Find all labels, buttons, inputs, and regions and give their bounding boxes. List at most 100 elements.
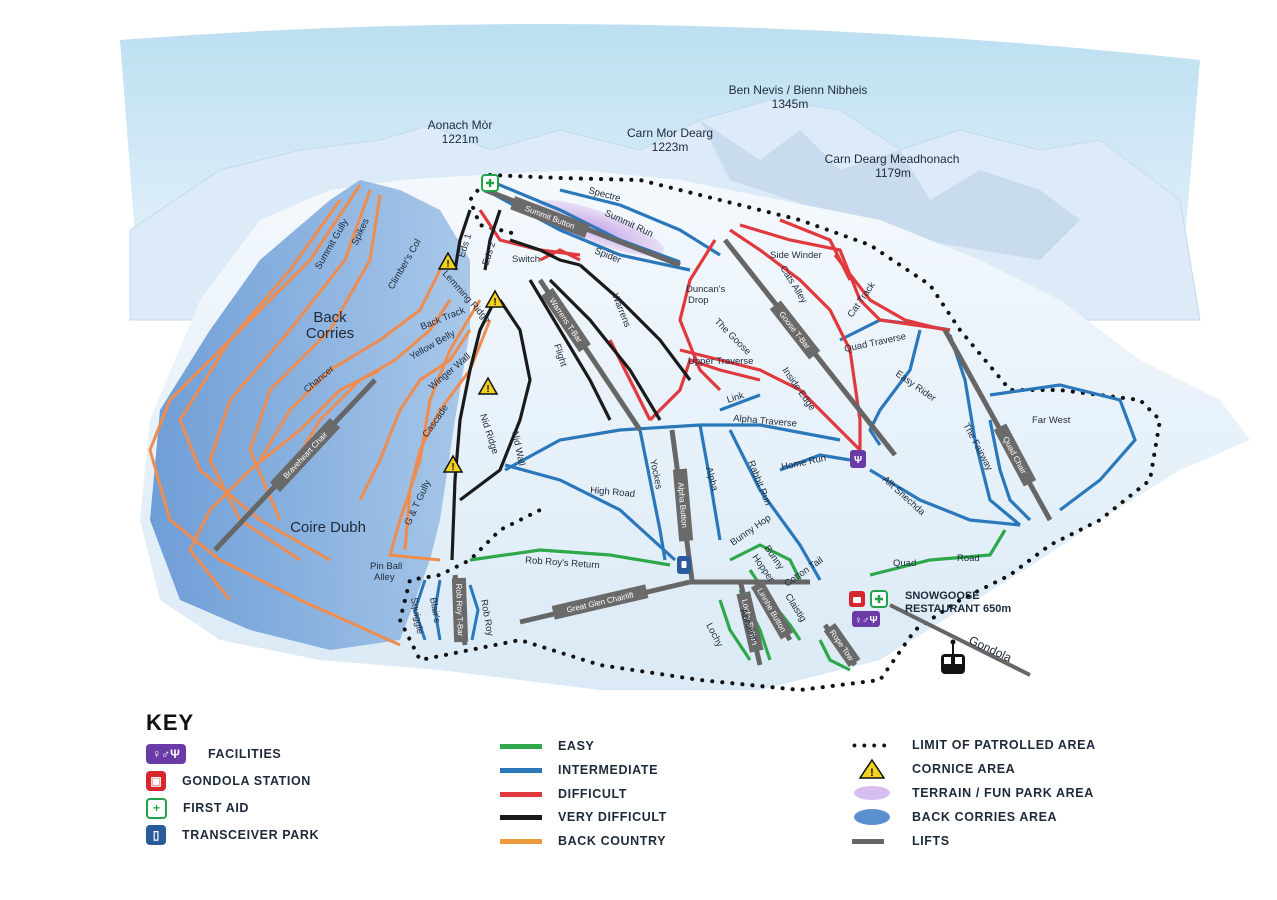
key-label: DIFFICULT	[558, 787, 628, 801]
key-item-terrain-park: TERRAIN / FUN PARK AREA	[852, 782, 1094, 804]
run-label: Road	[957, 553, 980, 564]
key-item-intermediate: INTERMEDIATE	[500, 759, 658, 781]
svg-text:!: !	[451, 462, 454, 473]
cornice-icon: !	[484, 289, 506, 308]
back-country-swatch	[500, 838, 542, 844]
key-label: FACILITIES	[208, 747, 282, 761]
ridge-shadows	[700, 120, 1080, 260]
peak-elevation: 1221m	[442, 132, 479, 146]
peak-elevation: 1223m	[652, 140, 689, 154]
patrolled-area-boundary	[397, 173, 1163, 693]
peak-name: Carn Mor Dearg	[627, 126, 713, 140]
very-difficult-runs	[450, 209, 692, 561]
easy-swatch	[500, 743, 542, 749]
key-item-very-difficult: VERY DIFFICULT	[500, 806, 667, 828]
intermediate-swatch	[500, 767, 542, 773]
cornice-icon: !	[477, 376, 499, 395]
key-item-limit: •••• LIMIT OF PATROLLED AREA	[852, 734, 1096, 756]
peak-labels: Aonach Mòr 1221m Carn Mor Dearg 1223m Be…	[428, 83, 960, 180]
gondola-cabin-icon	[941, 639, 965, 674]
cornice-icon: !	[437, 251, 459, 270]
key-item-lifts: LIFTS	[852, 830, 950, 852]
facilities-icon: Ψ	[850, 450, 866, 468]
lift-swatch	[852, 838, 884, 844]
key-item-back-country: BACK COUNTRY	[500, 830, 666, 852]
cornice-icon: !	[442, 454, 464, 473]
peak-name: Aonach Mòr	[428, 118, 493, 132]
run-label: High Road	[590, 485, 636, 500]
run-label: Alley	[374, 572, 395, 583]
run-label: Quad	[893, 558, 916, 569]
key-label: CORNICE AREA	[912, 762, 1016, 776]
terrain-park-swatch	[854, 786, 890, 800]
lift-label-alpha-button: Alpha Button	[676, 482, 689, 528]
dotted-line-icon: ••••	[852, 737, 892, 753]
peak-name: Carn Dearg Meadhonach	[825, 152, 960, 166]
run-label: Duncan's	[686, 284, 726, 295]
key-label: BACK COUNTRY	[558, 834, 667, 848]
svg-text:Ψ: Ψ	[854, 455, 862, 466]
key-item-gondola-station: ▣ GONDOLA STATION	[146, 770, 311, 792]
first-aid-icon	[870, 590, 888, 608]
key-label: GONDOLA STATION	[182, 774, 311, 788]
run-label: Switch	[512, 254, 540, 265]
area-label-back-corries: Back	[313, 309, 347, 326]
key-item-facilities: ♀♂Ψ FACILITIES	[146, 743, 281, 765]
area-label-back-corries: Corries	[306, 325, 354, 342]
run-label: Blair's	[427, 597, 442, 624]
gondola-station-icon	[849, 591, 865, 607]
svg-text:!: !	[493, 297, 496, 308]
cornice-icon: !	[858, 758, 886, 779]
area-label-coire-dubh: Coire Dubh	[290, 519, 366, 536]
peak-elevation: 1345m	[772, 97, 809, 111]
key-label: LIFTS	[912, 834, 950, 848]
lift-label-rob-roy-tbar: Rob Roy T-Bar	[454, 583, 465, 636]
run-label: Drop	[688, 295, 709, 306]
key-label: INTERMEDIATE	[558, 763, 659, 777]
svg-text:!: !	[446, 259, 449, 270]
gondola-station-icon: ▣	[146, 771, 166, 791]
facilities-icon: ♀♂Ψ	[146, 744, 186, 764]
key-label: TRANSCEIVER PARK	[182, 828, 320, 842]
svg-text:!: !	[870, 767, 874, 779]
restaurant-label: RESTAURANT 650m	[905, 603, 1011, 615]
key-item-difficult: DIFFICULT	[500, 783, 627, 805]
key-label: VERY DIFFICULT	[558, 810, 667, 824]
facilities-icon: ♀♂Ψ	[852, 611, 880, 627]
gondola-line	[889, 603, 1031, 677]
rob-roy-runs	[413, 579, 480, 641]
key-title: KEY	[146, 710, 195, 735]
key-item-transceiver-park: ▯ TRANSCEIVER PARK	[146, 824, 319, 846]
first-aid-icon: +	[146, 797, 167, 819]
svg-text:!: !	[486, 384, 489, 395]
run-label: Side Winder	[770, 250, 822, 261]
key-item-back-corries: BACK CORRIES AREA	[852, 806, 1057, 828]
peak-name: Ben Nevis / Bienn Nibheis	[729, 83, 868, 97]
difficult-swatch	[500, 791, 542, 797]
transceiver-park-icon	[677, 556, 691, 574]
back-corries-swatch	[854, 809, 890, 825]
peak-elevation: 1179m	[875, 166, 911, 180]
key-label: EASY	[558, 739, 595, 753]
run-label: Upper Traverse	[688, 356, 753, 367]
key-label: BACK CORRIES AREA	[912, 810, 1058, 824]
difficult-runs	[478, 209, 951, 452]
key-label: LIMIT OF PATROLLED AREA	[912, 738, 1096, 752]
key-label: FIRST AID	[183, 801, 250, 815]
map-key: KEY ♀♂Ψ FACILITIES ▣ GONDOLA STATION + F…	[0, 700, 1277, 900]
key-item-easy: EASY	[500, 735, 594, 757]
key-label: TERRAIN / FUN PARK AREA	[912, 786, 1094, 800]
key-item-first-aid: + FIRST AID	[146, 797, 249, 819]
run-label: Pin Ball	[370, 561, 402, 572]
run-label: Link	[726, 390, 746, 406]
restaurant-label: SNOWGOOSE	[905, 590, 980, 602]
transceiver-icon: ▯	[146, 825, 166, 845]
cornice-markers: ! ! ! !	[437, 251, 506, 473]
run-label: Far West	[1032, 415, 1071, 426]
run-label: Rob Roy's Return	[525, 555, 600, 571]
very-difficult-swatch	[500, 814, 542, 820]
svg-text:♀♂Ψ: ♀♂Ψ	[854, 615, 877, 626]
first-aid-icon	[481, 174, 499, 192]
key-item-cornice: ! CORNICE AREA	[852, 758, 1015, 780]
